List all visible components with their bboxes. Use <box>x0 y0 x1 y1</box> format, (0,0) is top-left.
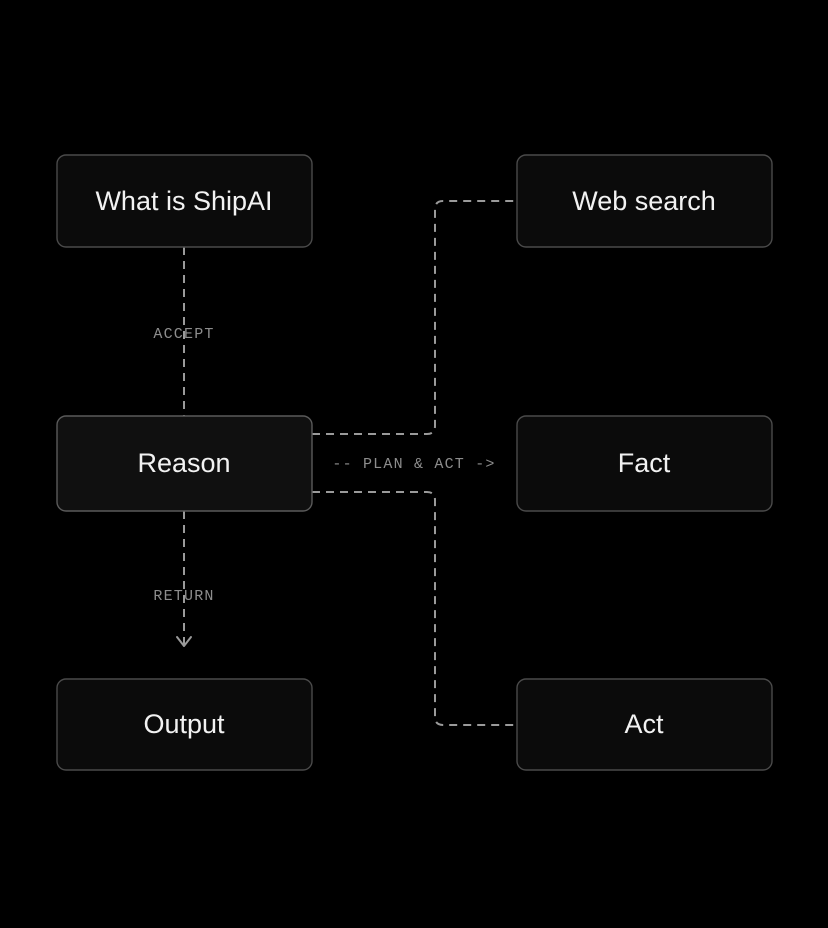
edge-plan-act-act-path <box>312 491 517 726</box>
node-output-label: Output <box>143 709 225 739</box>
edge-label-accept: ACCEPT <box>153 326 214 343</box>
node-output-box[interactable] <box>56 678 313 771</box>
node-fact[interactable]: Fact <box>516 415 773 512</box>
node-output[interactable]: Output <box>56 678 313 771</box>
node-web-search[interactable]: Web search <box>516 154 773 248</box>
edge-label-return: RETURN <box>153 588 214 605</box>
node-web-search-box[interactable] <box>516 154 773 248</box>
node-act-label: Act <box>624 709 664 739</box>
node-reason-label: Reason <box>137 448 230 478</box>
edge-return-arrowhead-icon <box>176 636 192 647</box>
edge-label-plan-and-act: -- PLAN & ACT -> <box>332 456 495 473</box>
node-act[interactable]: Act <box>516 678 773 771</box>
edge-labels-layer: ACCEPT RETURN -- PLAN & ACT -> <box>153 326 495 605</box>
node-question-label: What is ShipAI <box>95 186 272 216</box>
node-web-search-label: Web search <box>572 186 716 216</box>
node-act-box[interactable] <box>516 678 773 771</box>
node-reason[interactable]: Reason <box>56 415 313 512</box>
node-fact-box[interactable] <box>516 415 773 512</box>
edge-plan-act-web-search-path <box>312 200 517 435</box>
node-question[interactable]: What is ShipAI <box>56 154 313 248</box>
node-question-box[interactable] <box>56 154 313 248</box>
node-fact-label: Fact <box>618 448 671 478</box>
node-reason-box[interactable] <box>56 415 313 512</box>
edges-layer <box>176 200 517 726</box>
